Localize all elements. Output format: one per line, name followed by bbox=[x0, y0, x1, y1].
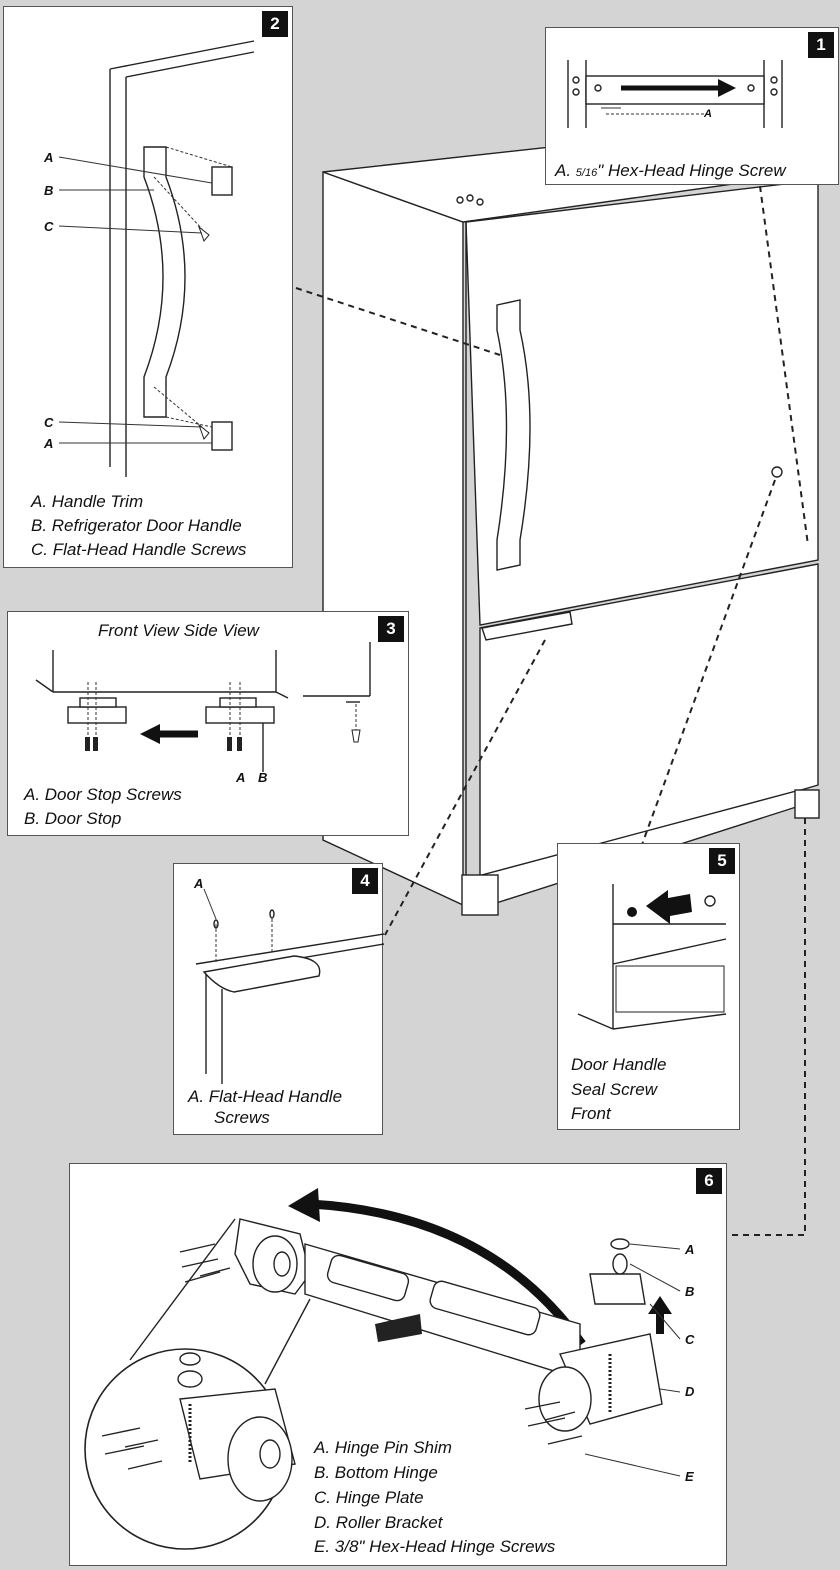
panel6-legend-e: E. 3/8" Hex-Head Hinge Screws bbox=[314, 1537, 556, 1556]
seal-screw-diagram bbox=[577, 884, 727, 1030]
panel5-legend-line1: Door Handle bbox=[571, 1055, 667, 1074]
panel6-label-b: B bbox=[685, 1284, 695, 1299]
step-4-panel: 4 A A. Flat-Head Handle Screws bbox=[173, 863, 385, 1135]
panel4-legend-line2: Screws bbox=[214, 1108, 270, 1127]
step-1-panel: 1 A A. 5/16" Hex-Head Hinge Screw bbox=[545, 27, 839, 185]
panel6-legend-d: D. Roller Bracket bbox=[314, 1513, 443, 1532]
hinge-roller-diagram bbox=[84, 1188, 681, 1550]
panel6-legend-a: A. Hinge Pin Shim bbox=[314, 1438, 452, 1457]
step-2-panel: 2 A B C C A A. Handle Trim B. Refrigerat… bbox=[3, 6, 293, 568]
door-stop-diagram bbox=[35, 642, 371, 772]
panel2-label-c-bottom: C bbox=[44, 415, 54, 430]
panel2-label-c-top: C bbox=[44, 219, 54, 234]
panel1-caption: A. 5/16" Hex-Head Hinge Screw bbox=[555, 160, 786, 184]
panel6-label-e: E bbox=[685, 1469, 694, 1484]
panel1-caption-fraction: 5/16 bbox=[575, 167, 598, 179]
step-5-panel: 5 Door Handle Seal Screw Front bbox=[557, 843, 740, 1130]
step-3-panel: 3 Front View Side View A B A. Door Stop … bbox=[7, 611, 409, 836]
panel3-label-b: B bbox=[258, 770, 268, 785]
panel4-label-a: A bbox=[194, 876, 204, 891]
panel4-legend-line1: A. Flat-Head Handle bbox=[188, 1087, 343, 1106]
panel2-label-a-top: A bbox=[44, 150, 54, 165]
panel6-label-d: D bbox=[685, 1384, 695, 1399]
panel5-legend-line3: Front bbox=[571, 1104, 611, 1123]
panel6-legend-c: C. Hinge Plate bbox=[314, 1488, 424, 1507]
freezer-handle-diagram bbox=[195, 888, 385, 1084]
panel1-label-a: A bbox=[704, 108, 712, 120]
step-3-badge: 3 bbox=[378, 616, 404, 642]
panel3-legend-a: A. Door Stop Screws bbox=[24, 785, 182, 804]
step-6-badge: 6 bbox=[696, 1168, 722, 1194]
step-5-badge: 5 bbox=[709, 848, 735, 874]
door-handle-diagram bbox=[58, 40, 255, 477]
panel2-label-a-bottom: A bbox=[44, 436, 54, 451]
panel3-heading: Front View Side View bbox=[98, 621, 259, 640]
panel5-legend-line2: Seal Screw bbox=[571, 1080, 657, 1099]
panel6-legend-b: B. Bottom Hinge bbox=[314, 1463, 438, 1482]
panel6-label-c: C bbox=[685, 1332, 695, 1347]
panel6-label-a: A bbox=[685, 1242, 695, 1257]
panel3-legend-b: B. Door Stop bbox=[24, 809, 122, 828]
panel2-legend-a: A. Handle Trim bbox=[31, 492, 144, 511]
panel2-label-b: B bbox=[44, 183, 54, 198]
hinge-screw-diagram bbox=[567, 60, 783, 128]
step-6-panel: 6 bbox=[69, 1163, 727, 1566]
panel2-legend-c: C. Flat-Head Handle Screws bbox=[31, 540, 247, 559]
step-1-badge: 1 bbox=[808, 32, 834, 58]
step-2-badge: 2 bbox=[262, 11, 288, 37]
panel3-label-a: A bbox=[236, 770, 246, 785]
panel2-legend-b: B. Refrigerator Door Handle bbox=[31, 516, 242, 535]
step-4-badge: 4 bbox=[352, 868, 378, 894]
panel1-caption-prefix: A. bbox=[555, 161, 576, 180]
panel1-caption-suffix: " Hex-Head Hinge Screw bbox=[597, 161, 786, 180]
